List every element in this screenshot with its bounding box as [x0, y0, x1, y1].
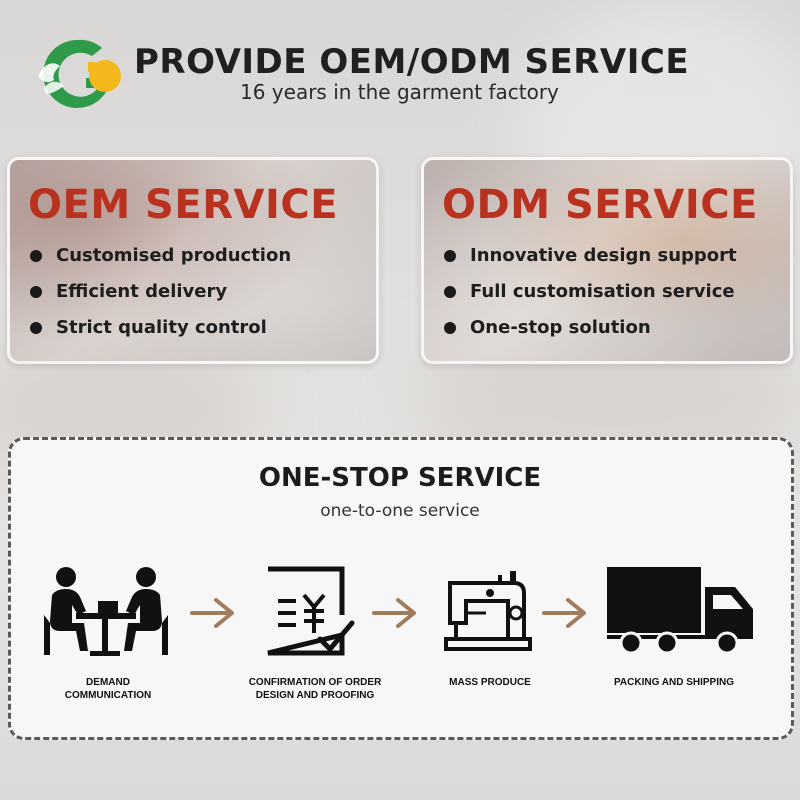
step-label-line: DEMAND	[86, 677, 130, 688]
list-item: Innovative design support	[440, 240, 737, 276]
step-label-line: CONFIRMATION OF ORDER	[248, 677, 382, 688]
arrow-right-icon	[190, 598, 234, 628]
odm-service-card: ODM SERVICE Innovative design support Fu…	[421, 157, 793, 364]
step-label-line: DESIGN AND PROOFING	[255, 690, 375, 701]
list-item: Strict quality control	[26, 312, 291, 348]
document-check-icon	[267, 566, 355, 656]
page-title: PROVIDE OEM/ODM SERVICE	[134, 42, 690, 82]
feature-text: Full customisation service	[470, 281, 735, 302]
list-item: Full customisation service	[440, 276, 737, 312]
one-stop-subtitle: one-to-one service	[320, 501, 480, 521]
bullet-icon	[30, 286, 42, 298]
one-stop-title: ONE-STOP SERVICE	[258, 463, 542, 493]
bullet-icon	[30, 250, 42, 262]
arrow-right-icon	[372, 598, 416, 628]
feature-text: Efficient delivery	[56, 281, 228, 302]
oem-service-card: OEM SERVICE Customised production Effici…	[7, 157, 379, 364]
arrow-right-icon	[542, 598, 586, 628]
bullet-icon	[30, 322, 42, 334]
feature-text: One-stop solution	[470, 317, 651, 338]
list-item: Customised production	[26, 240, 291, 276]
list-item: One-stop solution	[440, 312, 737, 348]
feature-text: Innovative design support	[470, 245, 737, 266]
meeting-icon	[44, 567, 168, 656]
bullet-icon	[444, 286, 456, 298]
step-label-demand: DEMAND COMMUNICATION	[40, 676, 176, 702]
list-item: Efficient delivery	[26, 276, 291, 312]
odm-card-title: ODM SERVICE	[442, 182, 758, 228]
step-label-line: MASS PRODUCE	[449, 677, 531, 688]
feature-text: Strict quality control	[56, 317, 267, 338]
step-label-line: PACKING AND SHIPPING	[613, 677, 734, 688]
step-label-confirmation: CONFIRMATION OF ORDER DESIGN AND PROOFIN…	[240, 676, 390, 702]
g-hands-logo-icon	[38, 39, 121, 108]
feature-text: Customised production	[56, 245, 292, 266]
step-label-mass-produce: MASS PRODUCE	[428, 676, 552, 689]
sewing-machine-icon	[444, 571, 532, 651]
oem-feature-list: Customised production Efficient delivery…	[26, 240, 291, 348]
truck-icon	[607, 567, 753, 655]
bullet-icon	[444, 322, 456, 334]
step-label-packing-shipping: PACKING AND SHIPPING	[600, 676, 748, 689]
step-label-line: COMMUNICATION	[64, 690, 152, 701]
page-subtitle: 16 years in the garment factory	[240, 80, 559, 104]
bullet-icon	[444, 250, 456, 262]
odm-feature-list: Innovative design support Full customisa…	[440, 240, 737, 348]
oem-card-title: OEM SERVICE	[28, 182, 339, 228]
